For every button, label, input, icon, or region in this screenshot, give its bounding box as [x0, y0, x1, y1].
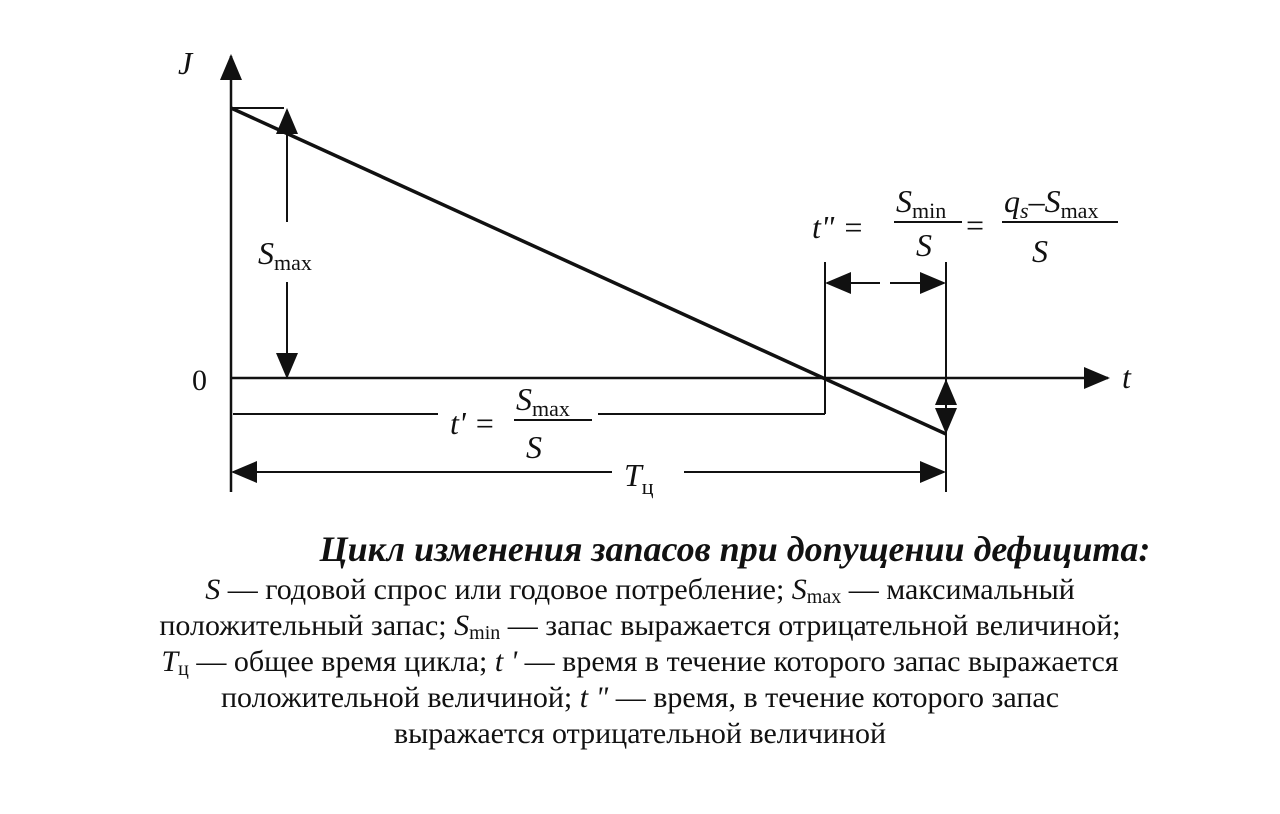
t1-numerator: Smax: [516, 381, 570, 421]
t2-lhs: t" =: [812, 209, 864, 245]
t2-f1-numerator: Smin: [896, 183, 946, 223]
caption-title: Цикл изменения запасов при допущении деф…: [319, 529, 1151, 569]
caption-line-2: положительный запас; Smin — запас выража…: [159, 609, 1121, 644]
x-axis-label: t: [1122, 359, 1132, 395]
cycle-label: Tц: [624, 457, 654, 499]
s-max-label: Smax: [258, 235, 312, 275]
figure-caption: Цикл изменения запасов при допущении деф…: [0, 528, 1280, 752]
t1-lhs: t' =: [450, 405, 495, 441]
inventory-cycle-diagram: J t 0 Smax t' = Smax S t" = Smin S = qs–…: [178, 45, 1132, 499]
y-axis-label: J: [178, 45, 194, 81]
t2-f2-denominator: S: [1032, 233, 1048, 269]
inventory-level-line: [230, 106, 947, 436]
caption-line-3: Tц — общее время цикла; t ' — время в те…: [161, 645, 1119, 680]
t2-equals: =: [966, 207, 984, 243]
caption-line-4: положительной величиной; t " — время, в …: [220, 681, 1060, 714]
caption-line-5: выражается отрицательной величиной: [393, 717, 887, 750]
caption-line-1: S — годовой спрос или годовое потреблени…: [205, 573, 1075, 608]
t2-f2-numerator: qs–Smax: [1004, 183, 1098, 223]
origin-label: 0: [192, 364, 207, 397]
t2-f1-denominator: S: [916, 227, 932, 263]
t1-denominator: S: [526, 429, 542, 465]
